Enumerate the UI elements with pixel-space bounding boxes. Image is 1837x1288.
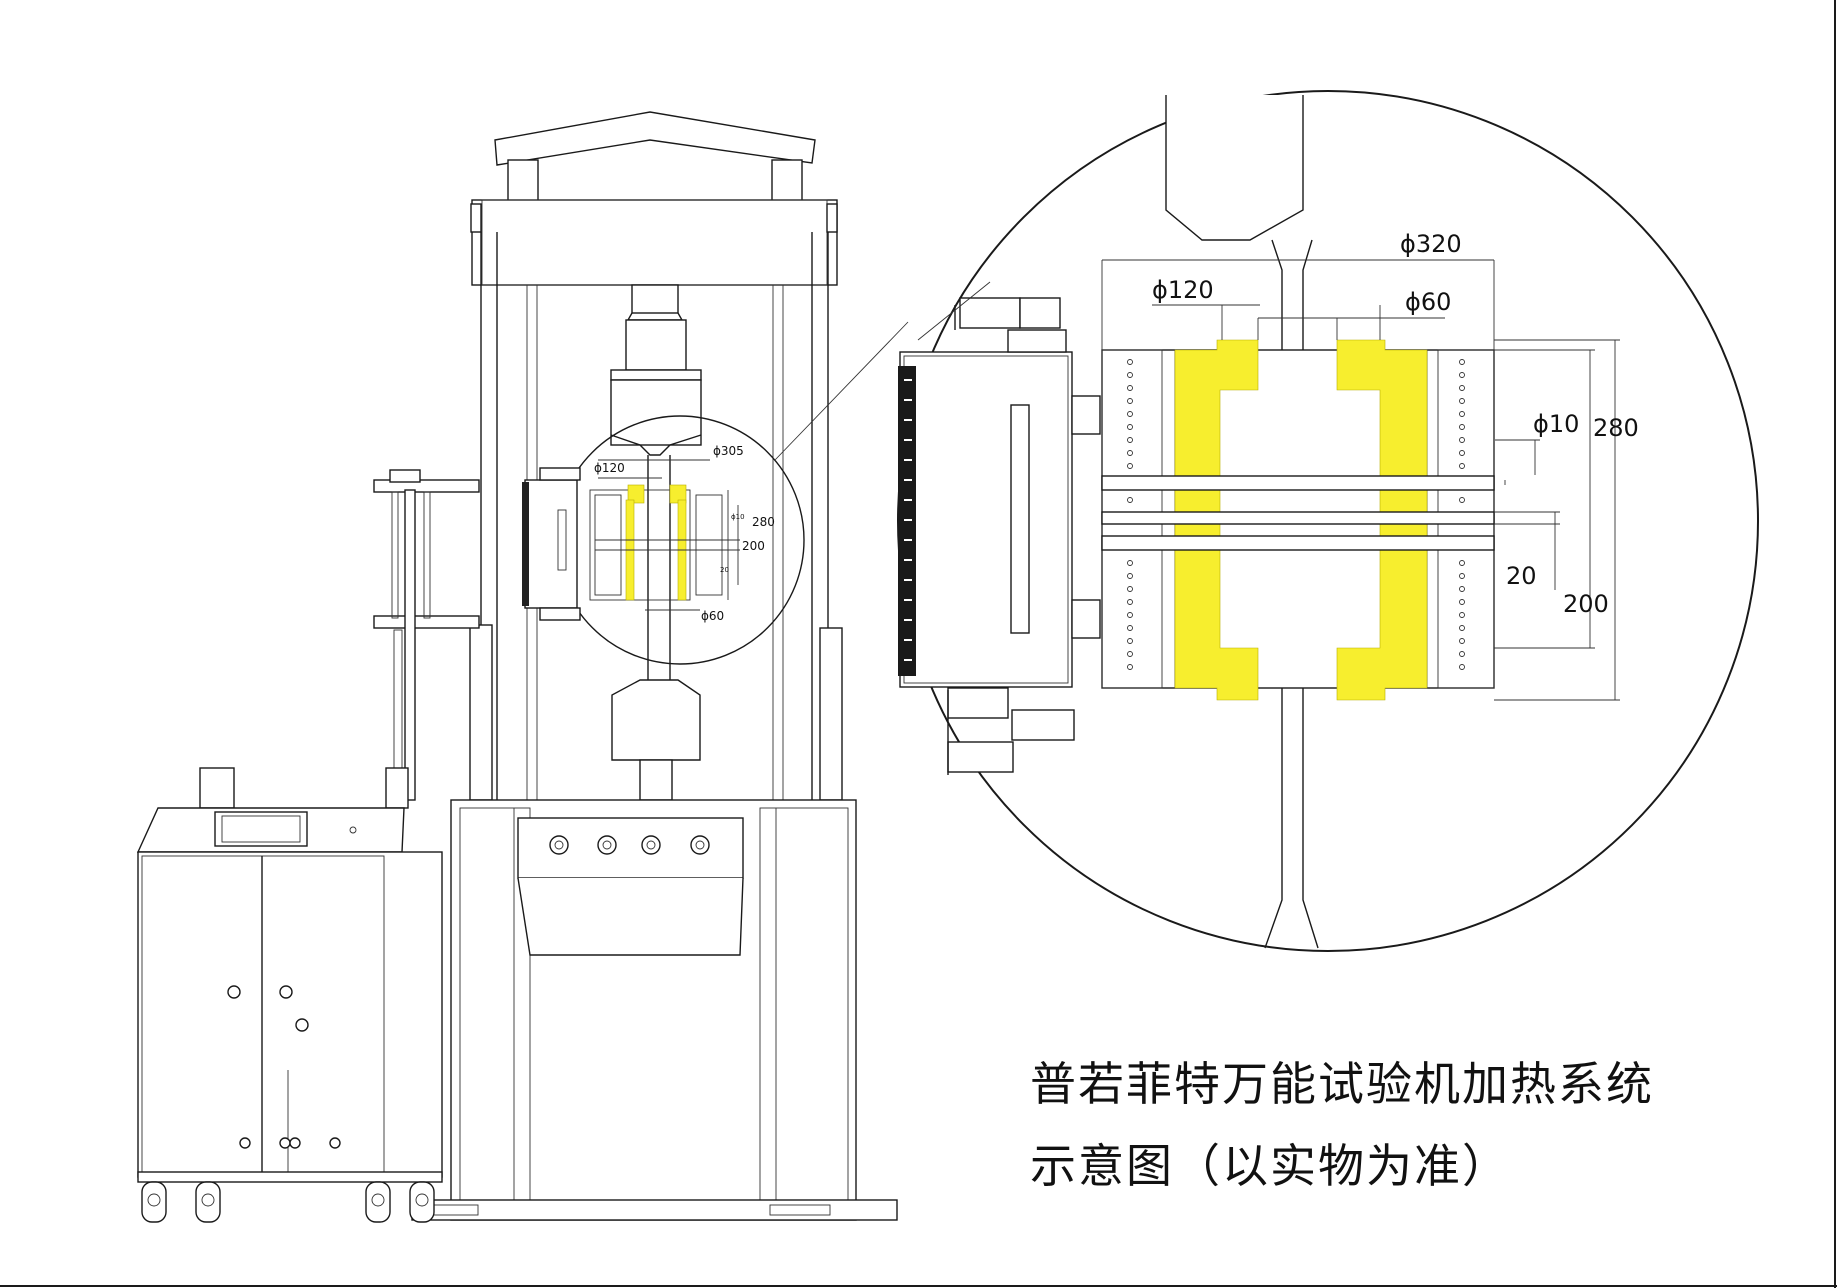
overview-dim-hole: ϕ120: [594, 461, 625, 475]
overview-dim-zone: 200: [742, 539, 765, 553]
detail-dim-probe: ϕ10: [1533, 410, 1579, 438]
detail-dim-bore: ϕ60: [1405, 288, 1451, 316]
detail-dim-total: 280: [1593, 414, 1639, 442]
overview-dim-gap: 20: [720, 566, 729, 574]
detail-dim-hole: ϕ120: [1152, 276, 1214, 304]
overview-dim-total: 280: [752, 515, 775, 529]
overview-dim-outer: ϕ305: [713, 444, 744, 458]
detail-dim-gap: 20: [1506, 562, 1537, 590]
heater-fins: [904, 379, 912, 661]
detail-dim-zone: 200: [1563, 590, 1609, 618]
detail-dimension-lines: [1101, 259, 1620, 701]
thermocouple-holes: [1127, 359, 1465, 670]
control-cabinet: [136, 767, 443, 1223]
control-knobs: [549, 835, 710, 855]
caption-title-line2: 示意图（以实物为准）: [1030, 1139, 1510, 1193]
caption-title-line1: 普若菲特万能试验机加热系统: [1030, 1057, 1654, 1111]
detail-dim-outer: ϕ320: [1400, 230, 1462, 258]
overview-dim-bore: ϕ60: [701, 609, 724, 623]
detail-view: ϕ320 ϕ120 ϕ60 ϕ10 280 200 20: [897, 90, 1759, 952]
caster-wheels: [141, 1181, 435, 1223]
testing-machine: ϕ305 ϕ120 ϕ60 ϕ10 280 200 20: [373, 111, 909, 1221]
overview-dim-probe: ϕ10: [731, 513, 745, 521]
